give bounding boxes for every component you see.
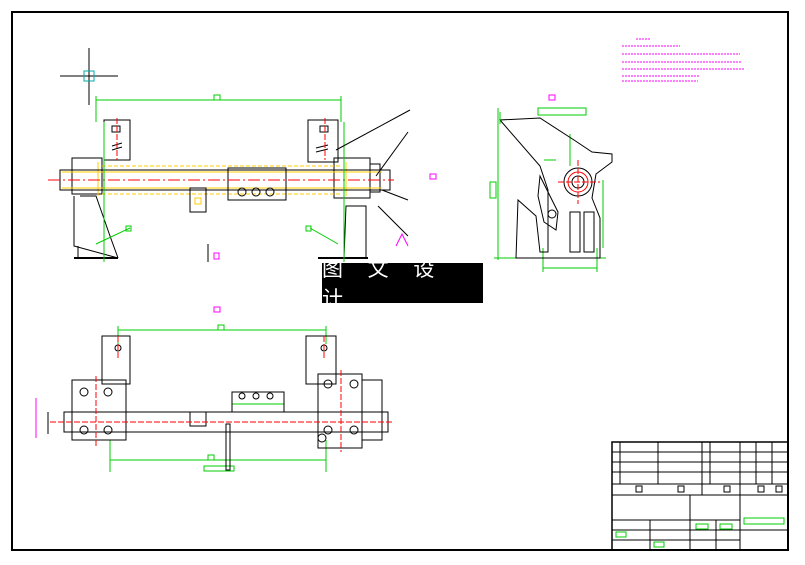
watermark-banner: 图 文 设 计 xyxy=(322,257,483,311)
crosshair-icon xyxy=(60,48,118,105)
side-view xyxy=(489,94,613,272)
front-view xyxy=(48,94,437,262)
technical-notes xyxy=(622,38,744,82)
top-view xyxy=(35,306,392,472)
title-block xyxy=(611,441,789,551)
dimension-line xyxy=(95,94,342,122)
drawing-border xyxy=(11,11,789,551)
